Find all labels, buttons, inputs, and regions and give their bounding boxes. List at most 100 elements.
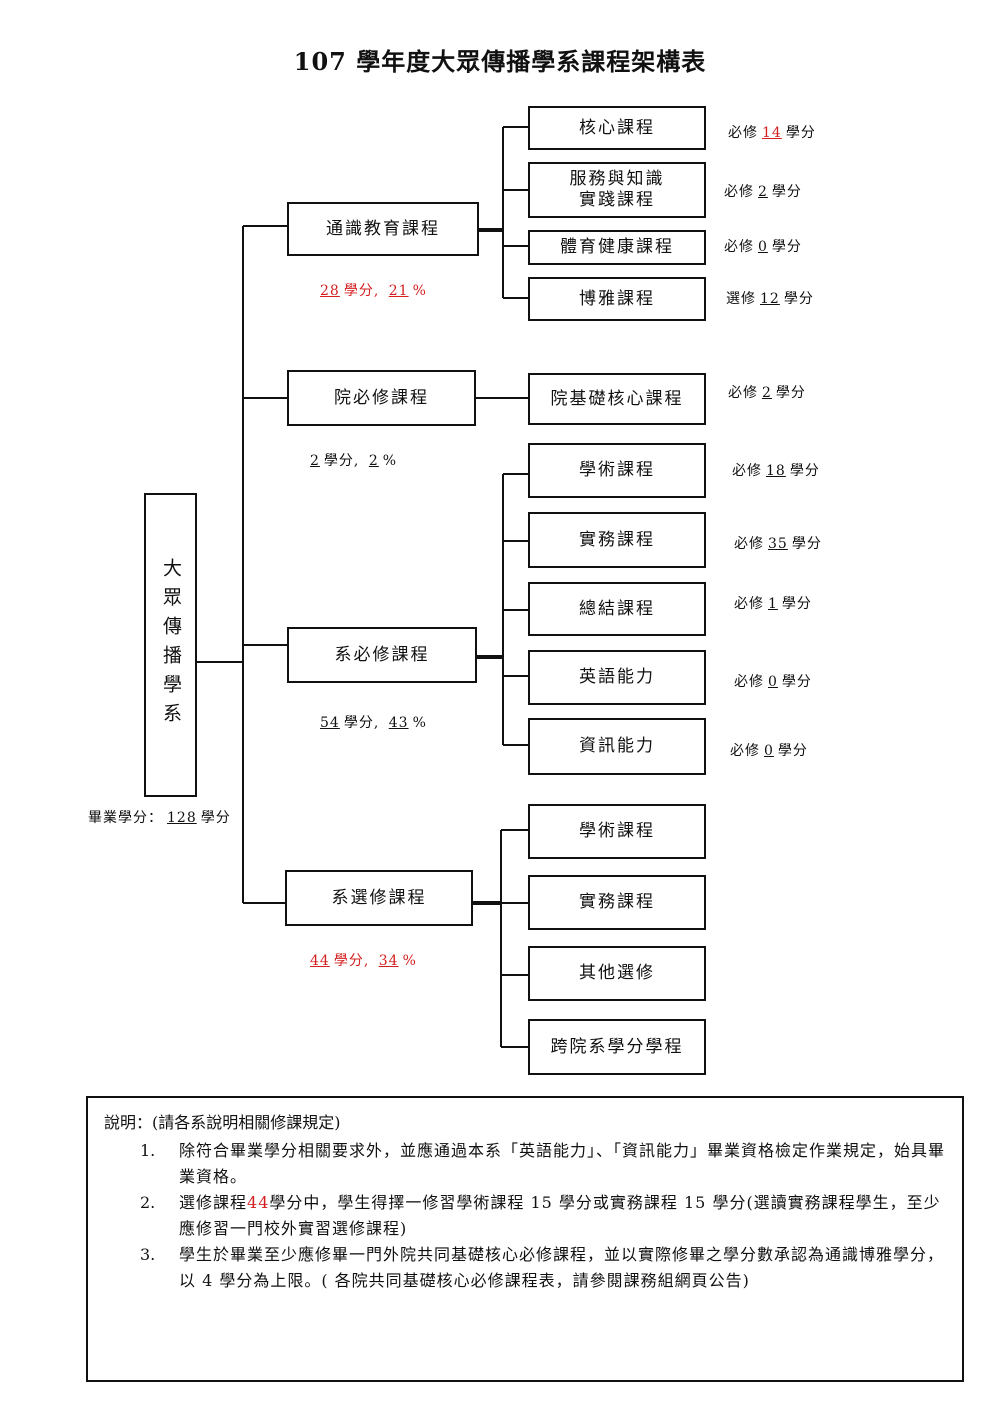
leaf-liberal-arts: 博雅課程 bbox=[528, 277, 706, 321]
category-general-education: 通識教育課程 bbox=[287, 202, 479, 256]
req-unit: 學分 bbox=[771, 239, 802, 255]
leaf-label: 其他選修 bbox=[579, 963, 655, 983]
leaf-label: 總結課程 bbox=[579, 598, 655, 619]
percent-value: 43 bbox=[388, 715, 409, 731]
req-unit: 學分 bbox=[781, 596, 812, 612]
leaf-label: 英語能力 bbox=[579, 667, 655, 687]
credits-sep: 學分, bbox=[343, 283, 380, 299]
leaf-practical-courses: 實務課程 bbox=[528, 512, 706, 568]
leaf-it-proficiency: 資訊能力 bbox=[528, 718, 706, 775]
leaf-label: 體育健康課程 bbox=[560, 237, 674, 257]
req-unit: 學分 bbox=[775, 385, 806, 401]
percent-unit: % bbox=[382, 453, 398, 469]
leaf-label: 學術課程 bbox=[579, 821, 655, 841]
req-credits: 0 bbox=[764, 743, 774, 759]
req-credits: 12 bbox=[760, 291, 780, 307]
leaf-english-proficiency: 英語能力 bbox=[528, 650, 706, 705]
explanation-item-text: 選修課程44學分中，學生得擇一修習學術課程 15 學分或實務課程 15 學分(選… bbox=[179, 1190, 946, 1242]
leaf-label: 院基礎核心課程 bbox=[550, 388, 684, 409]
req-prefix: 必修 bbox=[728, 125, 758, 141]
leaf-service-practice: 服務與知識 實踐課程 bbox=[528, 162, 706, 218]
credits-sep: 學分, bbox=[333, 953, 370, 969]
percent-value: 2 bbox=[368, 453, 379, 469]
leaf-label: 核心課程 bbox=[579, 117, 655, 138]
explanation-item-number: 1. bbox=[140, 1141, 156, 1160]
explanation-item: 3. 學生於畢業至少應修畢一門外院共同基礎核心必修課程，並以實際修畢之學分數承認… bbox=[104, 1242, 946, 1294]
leaf-core-courses: 核心課程 bbox=[528, 106, 706, 150]
percent-value: 21 bbox=[388, 283, 409, 299]
leaf-elective-academic: 學術課程 bbox=[528, 804, 706, 859]
req-prefix: 必修 bbox=[728, 385, 758, 401]
leaf-capstone-courses: 總結課程 bbox=[528, 582, 706, 636]
req-credits: 2 bbox=[762, 385, 772, 401]
req-credits: 1 bbox=[768, 596, 778, 612]
category-college-required: 院必修課程 bbox=[287, 370, 476, 426]
credits-sep: 學分, bbox=[343, 715, 380, 731]
category-label: 系選修課程 bbox=[331, 887, 427, 908]
req-prefix: 必修 bbox=[734, 536, 764, 552]
credits-value: 2 bbox=[310, 453, 320, 469]
req-unit: 學分 bbox=[785, 125, 816, 141]
graduation-credits-unit: 學分 bbox=[200, 810, 231, 826]
req-credits: 0 bbox=[768, 674, 778, 690]
root-label: 大眾傳播學系 bbox=[160, 558, 182, 732]
leaf-elective-practical: 實務課程 bbox=[528, 875, 706, 930]
credits-value: 28 bbox=[320, 283, 340, 299]
leaf-label: 實務課程 bbox=[579, 529, 655, 550]
leaf-other-electives: 其他選修 bbox=[528, 946, 706, 1001]
category-department-required: 系必修課程 bbox=[287, 627, 477, 683]
req-unit: 學分 bbox=[771, 184, 802, 200]
req-prefix: 選修 bbox=[726, 291, 756, 307]
explanation-item: 2. 選修課程44學分中，學生得擇一修習學術課程 15 學分或實務課程 15 學… bbox=[104, 1190, 946, 1242]
req-prefix: 必修 bbox=[734, 674, 764, 690]
req-prefix: 必修 bbox=[734, 596, 764, 612]
req-credits: 0 bbox=[758, 239, 768, 255]
category-label: 系必修課程 bbox=[334, 644, 430, 665]
req-credits: 14 bbox=[762, 125, 782, 141]
req-prefix: 必修 bbox=[724, 184, 754, 200]
percent-unit: % bbox=[402, 953, 417, 969]
explanation-item-number: 2. bbox=[140, 1193, 156, 1212]
percent-unit: % bbox=[412, 715, 427, 731]
page-title: 107 學年度大眾傳播學系課程架構表 bbox=[293, 47, 707, 76]
credits-sep: 學分, bbox=[323, 453, 360, 469]
req-credits: 35 bbox=[768, 536, 788, 552]
req-credits: 18 bbox=[766, 463, 786, 479]
req-unit: 學分 bbox=[789, 463, 820, 479]
explanation-heading: 說明：(請各系說明相關修課規定) bbox=[104, 1113, 341, 1132]
leaf-college-foundation-core: 院基礎核心課程 bbox=[528, 373, 706, 425]
req-credits: 2 bbox=[758, 184, 768, 200]
text-highlight: 44 bbox=[247, 1193, 270, 1212]
req-unit: 學分 bbox=[777, 743, 808, 759]
category-label: 通識教育課程 bbox=[326, 218, 440, 239]
percent-unit: % bbox=[412, 283, 427, 299]
graduation-credits-label: 畢業學分： bbox=[88, 810, 163, 826]
explanation-item: 1. 除符合畢業學分相關要求外，並應通過本系「英語能力」、「資訊能力」畢業資格檢… bbox=[104, 1138, 946, 1190]
leaf-label: 博雅課程 bbox=[579, 288, 655, 309]
category-department-elective: 系選修課程 bbox=[285, 870, 473, 926]
credits-value: 54 bbox=[320, 715, 340, 731]
explanation-item-text: 學生於畢業至少應修畢一門外院共同基礎核心必修課程，並以實際修畢之學分數承認為通識… bbox=[179, 1245, 945, 1290]
credits-value: 44 bbox=[310, 953, 330, 969]
req-unit: 學分 bbox=[791, 536, 822, 552]
root-box: 大眾傳播學系 bbox=[144, 493, 197, 797]
req-unit: 學分 bbox=[783, 291, 814, 307]
leaf-academic-courses: 學術課程 bbox=[528, 443, 706, 498]
req-unit: 學分 bbox=[781, 674, 812, 690]
text-after: 學分中，學生得擇一修習學術課程 15 學分或實務課程 15 學分(選讀實務課程學… bbox=[179, 1193, 941, 1238]
leaf-label: 資訊能力 bbox=[579, 736, 655, 756]
leaf-label: 實務課程 bbox=[579, 892, 655, 912]
